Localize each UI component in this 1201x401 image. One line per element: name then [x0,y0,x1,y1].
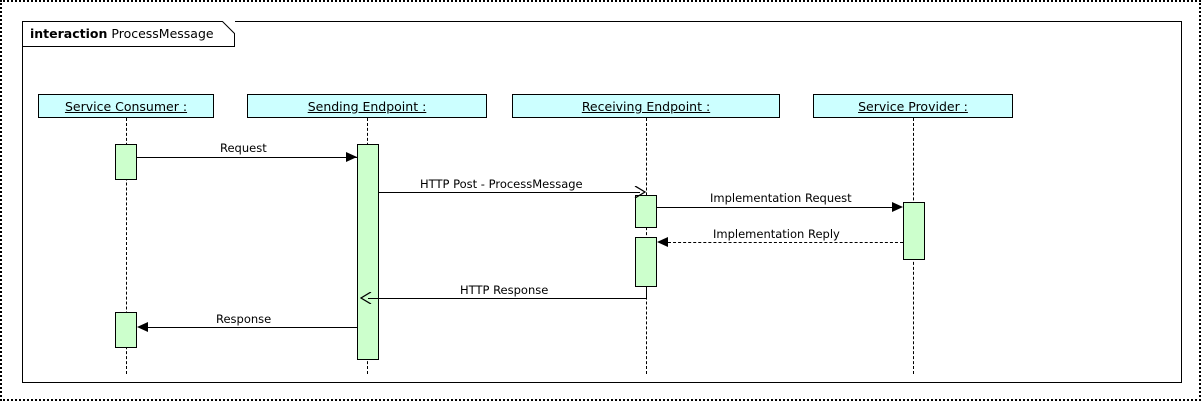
frame-keyword: interaction [30,26,108,41]
lifeline-label-service-provider: Service Provider : [858,98,968,114]
lifeline-head-sending-endpoint[interactable]: Sending Endpoint : [247,94,487,118]
arrowhead-filled-left-implementation-reply [657,237,668,247]
message-line-request[interactable] [137,157,357,158]
arrowhead-filled-right-request [346,152,357,162]
arrowhead-open-left-http-response [360,292,372,304]
frame-tab-label: interaction ProcessMessage [30,25,214,42]
message-label-request: Request [220,141,267,155]
message-label-implementation-reply: Implementation Reply [713,227,840,241]
arrowhead-filled-left-response [137,322,148,332]
interaction-frame [22,21,1182,383]
activation-consumer-1[interactable] [115,144,137,180]
interaction-frame-tab: interaction ProcessMessage [22,21,235,47]
frame-name: ProcessMessage [111,26,214,41]
activation-consumer-2[interactable] [115,312,137,348]
frame-tab-shape-icon [22,21,235,47]
message-line-implementation-reply[interactable] [668,242,903,243]
message-stem-http-response [646,287,647,298]
lifeline-head-receiving-endpoint[interactable]: Receiving Endpoint : [512,94,780,118]
activation-sender-1[interactable] [357,144,379,360]
message-label-http-response: HTTP Response [460,283,549,297]
lifeline-label-service-consumer: Service Consumer : [64,98,188,114]
lifeline-head-service-consumer[interactable]: Service Consumer : [38,94,214,118]
activation-receiver-2[interactable] [635,237,657,287]
message-line-http-response[interactable] [368,298,646,299]
message-line-implementation-request[interactable] [657,207,893,208]
arrowhead-filled-right-implementation-request [892,202,903,212]
message-line-http-post-processmessage[interactable] [379,192,640,193]
message-line-response[interactable] [148,327,357,328]
message-label-http-post-processmessage: HTTP Post - ProcessMessage [420,177,583,191]
activation-provider-1[interactable] [903,202,925,260]
lifeline-label-sending-endpoint: Sending Endpoint : [307,98,427,114]
activation-receiver-1[interactable] [635,195,657,228]
lifeline-head-service-provider[interactable]: Service Provider : [813,94,1013,118]
arrowhead-open-right-http-post [634,186,646,198]
message-label-implementation-request: Implementation Request [710,191,852,205]
lifeline-service-consumer [126,118,127,374]
lifeline-label-receiving-endpoint: Receiving Endpoint : [581,98,711,114]
message-label-response: Response [216,312,272,326]
